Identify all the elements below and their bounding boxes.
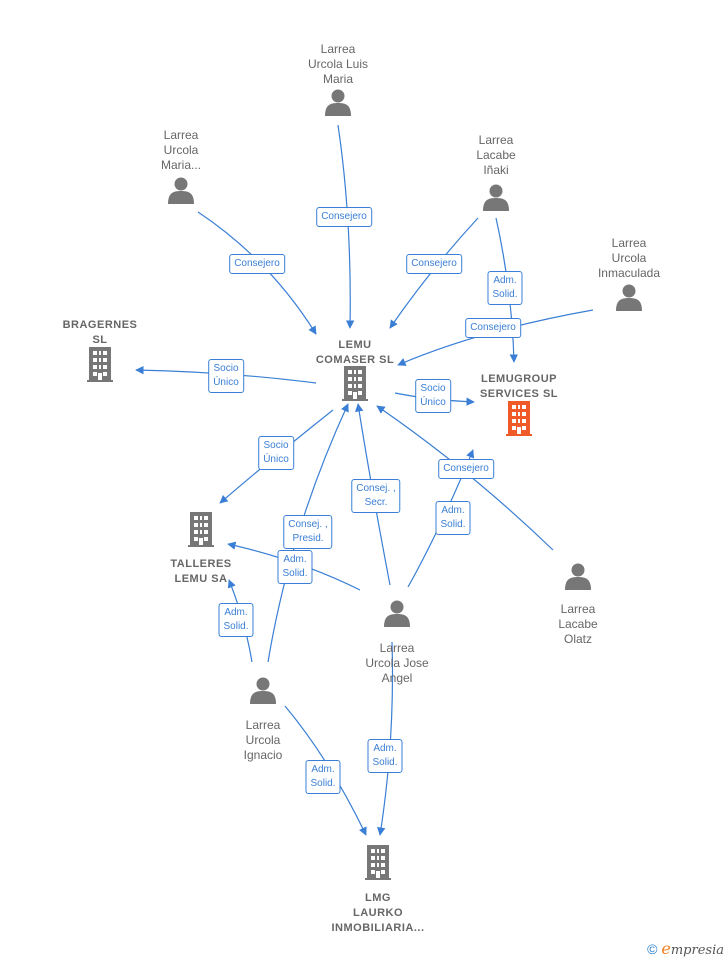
building-icon-talleres[interactable]	[188, 512, 214, 547]
edge-label-5[interactable]: Socio Único	[208, 359, 244, 393]
edge-label-1[interactable]: Consejero	[229, 254, 285, 274]
person-icon-olatz[interactable]	[565, 563, 591, 591]
edge-label-0[interactable]: Consejero	[316, 207, 372, 227]
edge-label-7[interactable]: Socio Único	[258, 436, 294, 470]
node-label-bragernes[interactable]: BRAGERNES SL	[62, 319, 138, 346]
node-label-lemugroup[interactable]: LEMUGROUP SERVICES SL	[479, 373, 559, 400]
node-label-olatz[interactable]: Larrea Lacabe Olatz	[558, 602, 598, 646]
node-label-lmg[interactable]: LMG LAURKO INMOBILIARIA...	[331, 892, 425, 934]
node-label-inmaculada[interactable]: Larrea Urcola Inmaculada	[597, 236, 661, 280]
brand-logo: empresia	[661, 939, 724, 958]
node-label-maria[interactable]: Larrea Urcola Maria...	[160, 128, 201, 172]
edge-label-6[interactable]: Socio Único	[415, 379, 451, 413]
node-label-ignacio[interactable]: Larrea Urcola Ignacio	[243, 718, 283, 762]
copyright-symbol: ©	[647, 941, 658, 957]
person-icon-ignacio[interactable]	[250, 677, 276, 705]
person-icon-joseangel[interactable]	[384, 600, 410, 628]
edge-label-9[interactable]: Consej. , Presid.	[283, 515, 333, 549]
edge-label-14[interactable]: Adm. Solid.	[367, 739, 403, 773]
edge-label-10[interactable]: Adm. Solid.	[277, 550, 313, 584]
person-icon-luis[interactable]	[325, 89, 351, 117]
edge-label-11[interactable]: Adm. Solid.	[218, 603, 254, 637]
building-icon-lemu[interactable]	[342, 366, 368, 401]
edge-label-4[interactable]: Consejero	[465, 318, 521, 338]
building-icon-bragernes[interactable]	[87, 347, 113, 382]
empresia-watermark: ©empresia	[647, 939, 724, 958]
node-label-joseangel[interactable]: Larrea Urcola Jose Angel	[365, 641, 429, 685]
edge-label-15[interactable]: Adm. Solid.	[305, 760, 341, 794]
node-label-inaki[interactable]: Larrea Lacabe Iñaki	[476, 133, 516, 177]
building-icon-lemugroup[interactable]	[506, 401, 532, 436]
edge-label-2[interactable]: Consejero	[406, 254, 462, 274]
edge-label-8[interactable]: Consej. , Secr.	[351, 479, 401, 513]
building-icon-lmg[interactable]	[365, 845, 391, 880]
edge-label-13[interactable]: Adm. Solid.	[435, 501, 471, 535]
edge-label-12[interactable]: Consejero	[438, 459, 494, 479]
person-icon-maria[interactable]	[168, 177, 194, 205]
edge-label-3[interactable]: Adm. Solid.	[487, 271, 523, 305]
node-label-luis[interactable]: Larrea Urcola Luis Maria	[307, 42, 369, 86]
person-icon-inaki[interactable]	[483, 184, 509, 212]
person-icon-inmaculada[interactable]	[616, 284, 642, 312]
node-label-talleres[interactable]: TALLERES LEMU SA	[170, 558, 232, 585]
node-label-lemu[interactable]: LEMU COMASER SL	[315, 339, 395, 366]
